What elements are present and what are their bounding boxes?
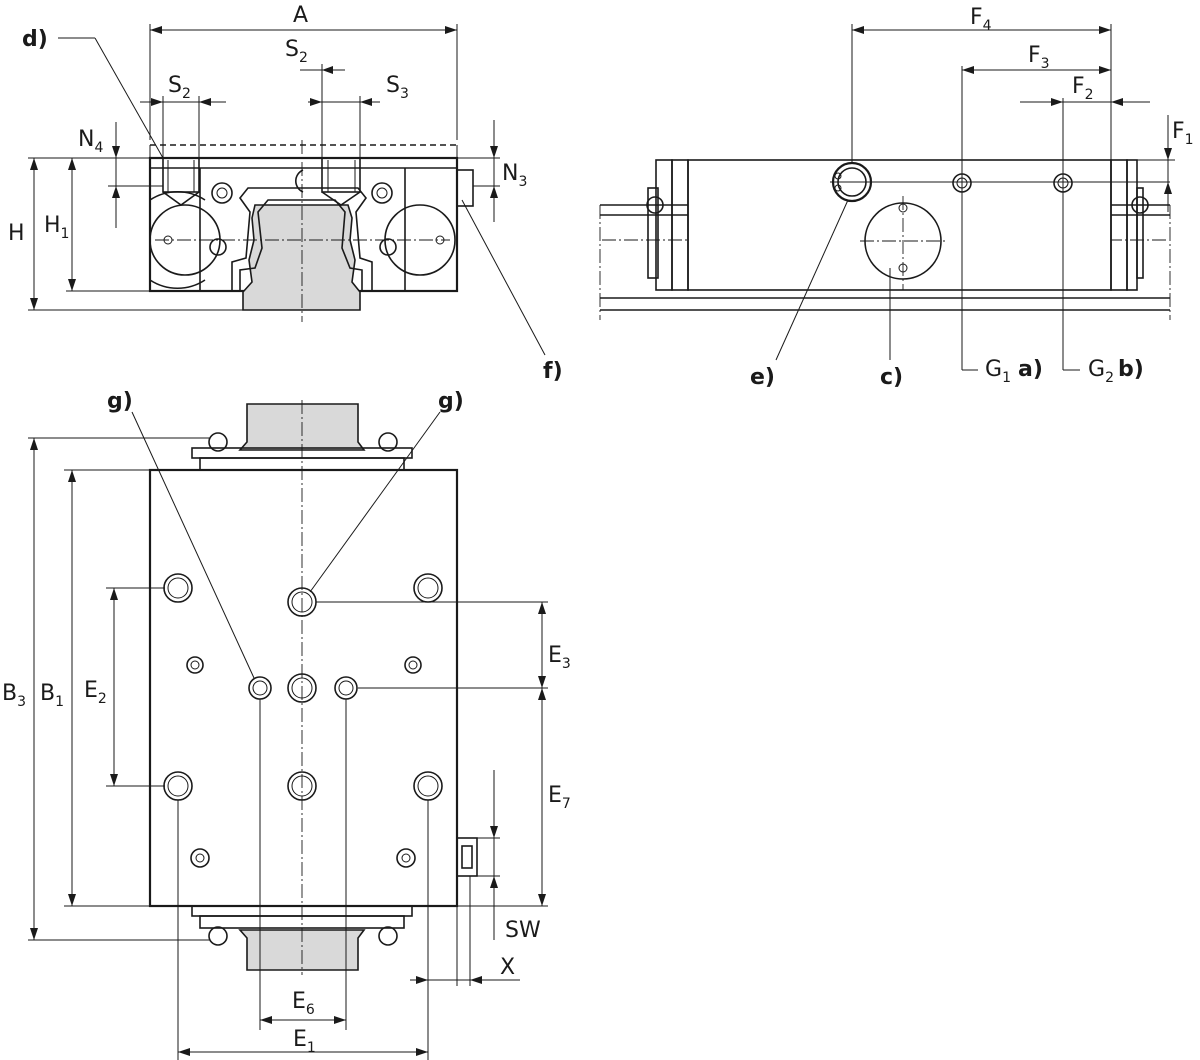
dim-G2: G2	[1088, 357, 1114, 386]
dim-H1: H1	[44, 213, 69, 242]
dim-B3: B3	[2, 681, 26, 710]
callout-b: b)	[1118, 357, 1144, 382]
dim-F1: F1	[1172, 119, 1194, 148]
front-view-labels: A S2 S2 S3 N4 N3 H H1 d) f)	[8, 3, 563, 384]
dim-N4: N4	[78, 127, 103, 156]
dim-E7: E7	[548, 783, 571, 812]
dim-F3: F3	[1028, 43, 1050, 72]
dim-E6: E6	[292, 989, 315, 1018]
callout-d: d)	[22, 27, 48, 52]
dim-S3: S3	[386, 73, 409, 102]
dim-B1: B1	[40, 681, 64, 710]
callout-a: a)	[1018, 357, 1043, 382]
dim-G1: G1	[985, 357, 1011, 386]
side-view	[599, 24, 1175, 371]
dim-X: X	[500, 955, 515, 980]
side-view-labels: F4 F3 F2 F1 G1 a) G2 b) c) e)	[750, 5, 1194, 390]
top-view	[28, 400, 548, 1060]
dim-S2-left: S2	[168, 73, 191, 102]
callout-f: f)	[543, 359, 563, 384]
dim-N3: N3	[502, 161, 527, 190]
dim-S2-mid: S2	[285, 37, 308, 66]
dim-A: A	[293, 3, 308, 28]
dim-E1: E1	[293, 1027, 316, 1056]
front-view	[28, 24, 546, 356]
callout-g-left: g)	[107, 389, 133, 414]
callout-c: c)	[880, 365, 903, 390]
callout-g-right: g)	[438, 389, 464, 414]
dim-E3: E3	[548, 643, 571, 672]
callout-e: e)	[750, 365, 775, 390]
dim-F2: F2	[1072, 74, 1094, 103]
dim-E2: E2	[84, 678, 107, 707]
dim-F4: F4	[970, 5, 992, 34]
dim-H: H	[8, 221, 25, 246]
top-view-labels: B3 B1 E2 E3 E7 SW X E6 E1 g) g)	[2, 389, 571, 1056]
dim-SW: SW	[505, 918, 541, 943]
